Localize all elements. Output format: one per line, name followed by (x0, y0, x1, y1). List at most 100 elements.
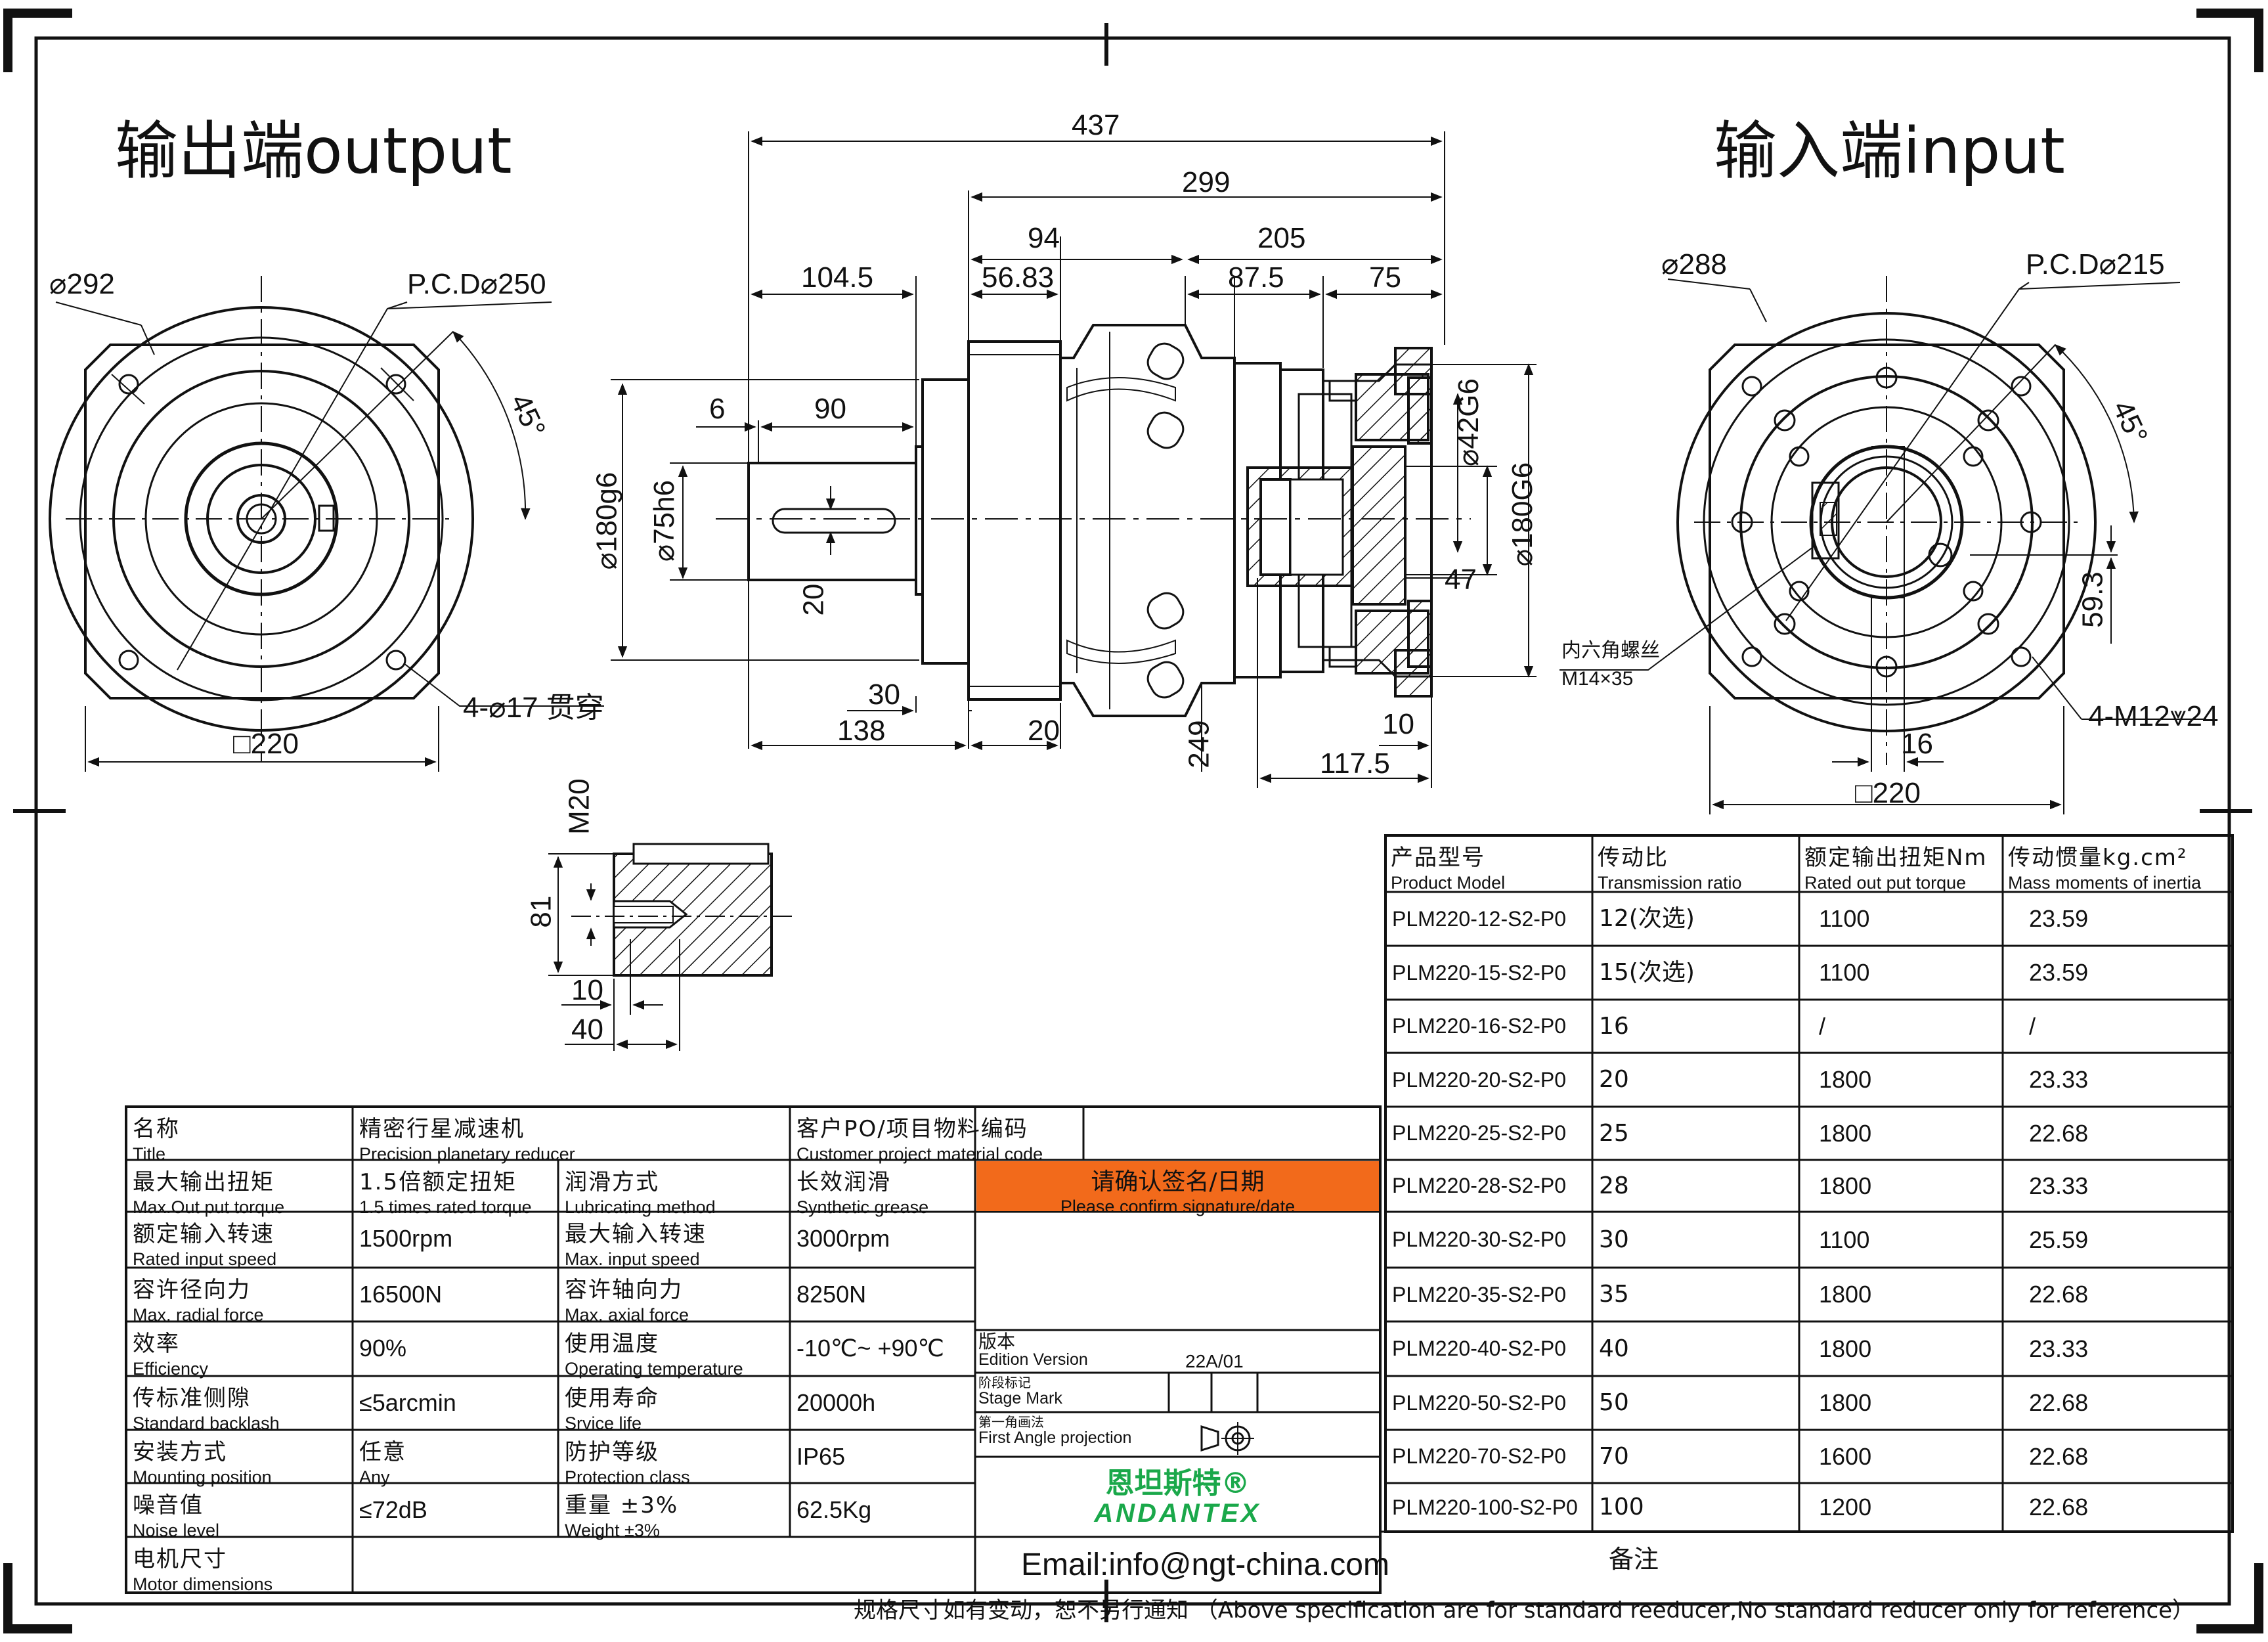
spec-table-grid (125, 1105, 1382, 1594)
projection-cell: 第一角画法 First Angle projection (978, 1415, 1132, 1447)
spec-label-en: Max. input speed (565, 1249, 700, 1269)
dim-75: 75 (1369, 261, 1401, 294)
model-row-8-torque: 1800 (1819, 1335, 1872, 1362)
spec-row-6-cell-2: 重量 ±3%Weight ±3% (558, 1483, 790, 1540)
spec-label-en: Max.Out put torque (133, 1197, 285, 1217)
spec-title-en: Title (133, 1144, 166, 1164)
version-cn: 版本 (978, 1331, 1016, 1352)
dim-437: 437 (1072, 109, 1120, 141)
model-row-0-model: PLM220-12-S2-P0 (1392, 907, 1567, 931)
dim-47: 47 (1445, 564, 1477, 596)
model-row-9-inertia: 22.68 (2029, 1389, 2089, 1416)
spec-label-cn: 容许径向力 (133, 1277, 251, 1303)
dim-30: 30 (868, 678, 900, 711)
dim-d75: ⌀75h6 (648, 479, 681, 562)
footer-note: 规格尺寸如有变动，恕不另行通知 （Above specification are… (854, 1597, 2195, 1624)
model-table-grid (1380, 834, 2234, 1533)
model-row-3-torque: 1800 (1819, 1066, 1872, 1093)
dim-299: 299 (1182, 166, 1231, 198)
confirm-en: Please confirm signature/date (1060, 1197, 1296, 1216)
screw-label-en: M14×35 (1561, 668, 1634, 690)
projection-en: First Angle projection (978, 1429, 1132, 1447)
model-row-2-inertia: / (2029, 1013, 2036, 1040)
model-row-2-torque: / (1819, 1013, 1826, 1040)
spec-row-6-cell-3: 62.5Kg (790, 1483, 975, 1537)
spec-label-cn: 噪音值 (133, 1492, 204, 1519)
output-holes-label: 4-⌀17 贯穿 (463, 692, 604, 724)
spec-value-cn: 1.5倍额定扭矩 (359, 1169, 517, 1195)
model-row-9-torque: 1800 (1819, 1389, 1872, 1416)
dim-d42: ⌀42G6 (1452, 378, 1485, 467)
spec-label-en: Max. axial force (565, 1305, 689, 1325)
spec-label-cn: 使用寿命 (565, 1385, 659, 1411)
dim-104-5: 104.5 (801, 261, 874, 294)
spec-value: 1500rpm (359, 1225, 453, 1252)
dim-117-5: 117.5 (1320, 747, 1390, 780)
version-cell: 版本 Edition Version (978, 1332, 1088, 1369)
model-row-3-model: PLM220-20-S2-P0 (1392, 1068, 1567, 1092)
dim-d180-right: ⌀180G6 (1506, 462, 1539, 567)
model-row-5-torque: 1800 (1819, 1172, 1872, 1199)
shaft-40-label: 40 (571, 1013, 603, 1046)
shaft-10-label: 10 (571, 974, 603, 1006)
model-row-2-ratio: 16 (1599, 1013, 1629, 1040)
model-row-6-torque: 1100 (1819, 1226, 1870, 1253)
model-row-7-ratio: 35 (1599, 1281, 1629, 1308)
spec-row-4-cell-3: 20000h (790, 1376, 975, 1430)
model-row-10-inertia: 22.68 (2029, 1443, 2089, 1470)
spec-value: 20000h (796, 1389, 876, 1416)
model-row-4-ratio: 25 (1599, 1120, 1629, 1147)
model-row-7-inertia: 22.68 (2029, 1281, 2089, 1308)
spec-row-2-cell-1: 16500N (353, 1268, 558, 1321)
spec-row-3-cell-1: 90% (353, 1321, 558, 1376)
spec-label-cn: 传标准侧隙 (133, 1385, 251, 1411)
input-square-label: □220 (1855, 777, 1921, 809)
model-row-5-ratio: 28 (1599, 1172, 1629, 1199)
model-row-2-model: PLM220-16-S2-P0 (1392, 1014, 1567, 1038)
input-d288-label: ⌀288 (1661, 248, 1727, 280)
model-row-4-model: PLM220-25-S2-P0 (1392, 1121, 1567, 1145)
spec-row-1-cell-3: 3000rpm (790, 1212, 975, 1268)
model-row-3-ratio: 20 (1599, 1066, 1629, 1093)
email-text[interactable]: Email:info@ngt-china.com (1021, 1547, 1389, 1582)
model-row-6-inertia: 25.59 (2029, 1226, 2089, 1253)
motor-cn: 电机尺寸 (133, 1546, 227, 1572)
spec-title-cell: 名称 Title (126, 1107, 353, 1164)
side-view (716, 324, 1471, 717)
motor-en: Motor dimensions (133, 1574, 273, 1594)
model-row-10-model: PLM220-70-S2-P0 (1392, 1444, 1567, 1468)
stage-en: Stage Mark (978, 1389, 1062, 1408)
stage-cn: 阶段标记 (978, 1375, 1031, 1390)
spec-label-cn: 使用温度 (565, 1331, 659, 1357)
spec-label-en: Max. radial force (133, 1305, 264, 1325)
input-16-label: 16 (1901, 728, 1933, 760)
model-row-10-ratio: 70 (1599, 1443, 1629, 1470)
input-holes-label: 4-M12⩔24 (2088, 700, 2219, 732)
confirm-signature-box[interactable]: 请确认签名/日期 Please confirm signature/date (976, 1161, 1379, 1216)
dim-249: 249 (1183, 720, 1215, 768)
dim-6: 6 (709, 393, 726, 425)
spec-label-cn: 效率 (133, 1331, 180, 1357)
spec-label-cn: 防护等级 (565, 1439, 659, 1465)
dim-20-key: 20 (797, 583, 830, 616)
model-row-4-torque: 1800 (1819, 1120, 1872, 1147)
dim-94: 94 (1028, 222, 1060, 254)
model-row-11-inertia: 22.68 (2029, 1494, 2089, 1520)
confirm-cn: 请确认签名/日期 (1091, 1168, 1265, 1195)
output-end-view (49, 276, 604, 772)
spec-label-en: Srvice life (565, 1413, 642, 1433)
spec-value: 62.5Kg (796, 1496, 872, 1523)
spec-value-cn: 任意 (359, 1439, 406, 1465)
model-header-en: Rated out put torque (1804, 873, 1967, 892)
spec-value: 90% (359, 1335, 407, 1362)
spec-value: 1.5 times rated torque (359, 1197, 532, 1217)
model-row-6-model: PLM220-30-S2-P0 (1392, 1228, 1567, 1251)
model-row-3-inertia: 23.33 (2029, 1066, 2089, 1093)
model-row-5-inertia: 23.33 (2029, 1172, 2089, 1199)
